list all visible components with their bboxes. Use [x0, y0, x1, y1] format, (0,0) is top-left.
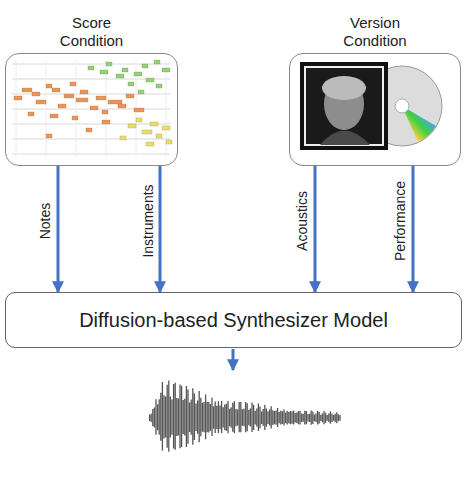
condition-box: Version Condition: [289, 53, 461, 166]
model-box: Diffusion-based Synthesizer Model: [5, 292, 462, 348]
arrow-connector: [412, 166, 415, 292]
piano-roll: [6, 54, 176, 164]
condition-heading: Score Condition: [6, 14, 177, 50]
album-cover: [290, 54, 460, 164]
edge-label: Acoustics: [294, 191, 310, 251]
edge-label: Performance: [392, 181, 408, 261]
heading-text: Score Condition: [52, 14, 132, 50]
condition-heading: Version Condition: [290, 14, 460, 50]
edge-label: Instruments: [139, 184, 155, 257]
arrow-connector: [314, 166, 317, 292]
model-label: Diffusion-based Synthesizer Model: [79, 309, 388, 332]
waveform: [148, 349, 340, 452]
condition-box: Score Condition: [5, 53, 178, 166]
arrow-connector: [57, 166, 60, 292]
edge-label: Notes: [37, 203, 53, 240]
waveform-strokes: [148, 381, 340, 452]
arrow-connector: [159, 166, 162, 292]
heading-text: Version Condition: [335, 14, 415, 50]
output-arrow: [232, 349, 235, 370]
